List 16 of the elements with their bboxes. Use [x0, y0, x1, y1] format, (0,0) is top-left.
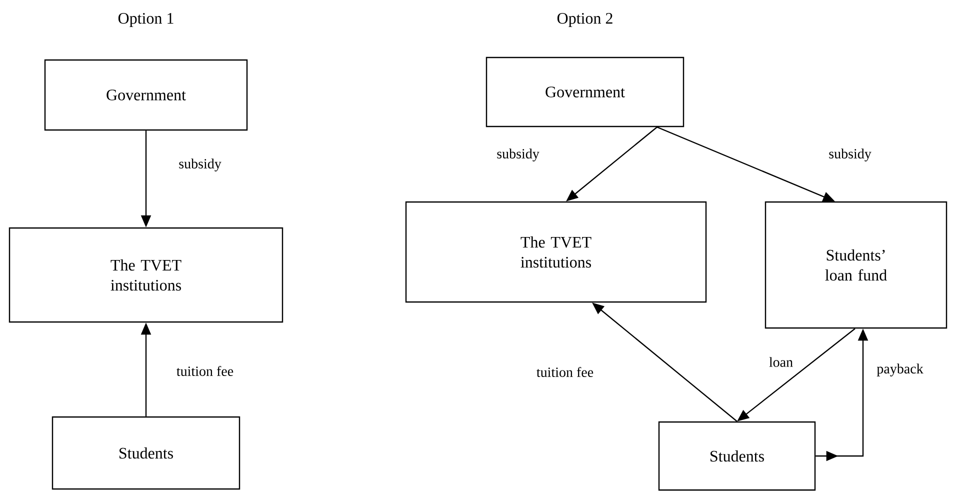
process-box: Students [52, 416, 240, 490]
edge-label: loan [768, 356, 794, 368]
process-box: Students [658, 421, 816, 491]
edge-label: subsidy [178, 158, 222, 172]
option-heading: Option 1 [118, 13, 174, 27]
process-box: Students’ loan fund [764, 201, 948, 329]
process-box: The TVET institutions [405, 201, 707, 303]
edge-label: subsidy [496, 148, 540, 162]
process-box: Government [486, 56, 684, 128]
process-box: The TVET institutions [8, 227, 284, 323]
edge-label: tuition fee [175, 365, 235, 377]
edge-label: payback [876, 362, 924, 378]
process-box: Government [44, 59, 248, 131]
option-heading: Option 2 [557, 13, 612, 27]
edge-label: tuition fee [535, 366, 595, 378]
edge-label: subsidy [828, 148, 872, 162]
